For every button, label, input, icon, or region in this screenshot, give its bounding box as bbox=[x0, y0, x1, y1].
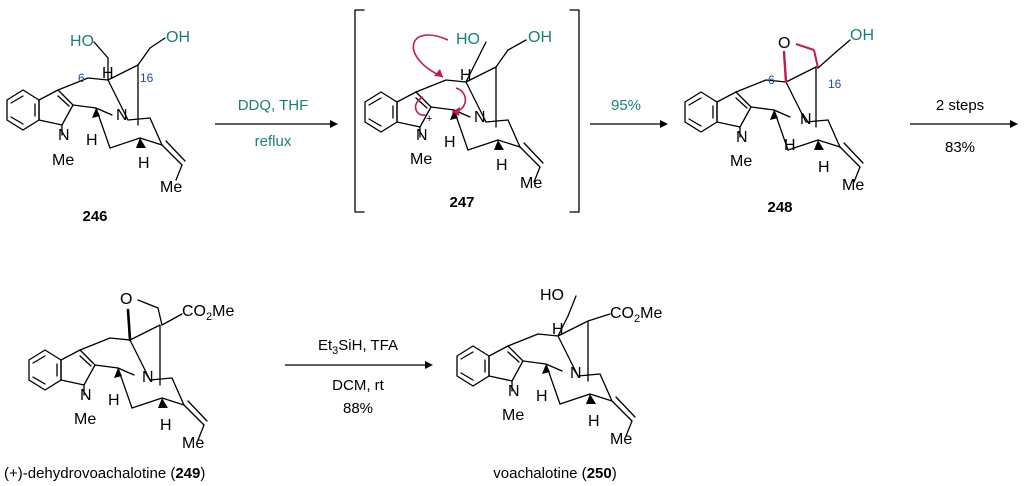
step3-conditions: 2 steps bbox=[936, 97, 984, 114]
methyl-label: Me bbox=[182, 435, 204, 452]
methyl-label: Me bbox=[52, 152, 74, 169]
step1-conditions: reflux bbox=[255, 133, 292, 150]
hydroxyl-label: OH bbox=[528, 29, 552, 46]
compound-label-247: 247 bbox=[449, 194, 474, 211]
curved-arrow-icon bbox=[414, 96, 427, 116]
hydrogen-label: H bbox=[588, 413, 600, 430]
reaction-arrow-2: 95% bbox=[590, 97, 668, 128]
compound-246: HO OH N N Me H H H Me 6 16 bbox=[6, 29, 190, 196]
step2-yield: 95% bbox=[611, 97, 641, 114]
compound-250: HO CO2Me N N Me H H H Me bbox=[456, 287, 662, 448]
hydrogen-label: H bbox=[86, 132, 98, 149]
methyl-label: Me bbox=[610, 431, 632, 448]
hydrogen-label: H bbox=[108, 392, 120, 409]
hydrogen-label: H bbox=[102, 65, 114, 82]
compound-name-250: voachalotine (250) bbox=[493, 465, 616, 482]
methyl-label: Me bbox=[74, 411, 96, 428]
hydroxyl-label: OH bbox=[850, 27, 874, 44]
methyl-label: Me bbox=[842, 177, 864, 194]
compound-247: HO OH N + N Me H H H Me bbox=[364, 29, 552, 192]
transition-bracket bbox=[354, 9, 580, 213]
compound-248: O OH N N Me H H Me 6 16 bbox=[684, 27, 874, 194]
ester-label: CO2Me bbox=[182, 303, 234, 323]
hydrogen-label: H bbox=[138, 155, 150, 172]
hydrogen-label: H bbox=[460, 67, 472, 84]
step1-reagents: DDQ, THF bbox=[238, 97, 309, 114]
cation-label: + bbox=[426, 113, 432, 125]
nitrogen-label: N bbox=[736, 129, 748, 146]
ester-label: CO2Me bbox=[610, 305, 662, 325]
nitrogen-label: N bbox=[58, 127, 70, 144]
position-6-label: 6 bbox=[768, 73, 775, 87]
position-16-label: 16 bbox=[828, 77, 842, 91]
step3-yield: 83% bbox=[945, 139, 975, 156]
hydrogen-label: H bbox=[536, 388, 548, 405]
nitrogen-label: N bbox=[570, 365, 582, 382]
curved-arrow-icon bbox=[412, 34, 449, 78]
hydroxyl-label: OH bbox=[166, 29, 190, 46]
hydrogen-label: H bbox=[160, 417, 172, 434]
reaction-arrow-3: 2 steps 83% bbox=[910, 97, 1018, 156]
methyl-label: Me bbox=[502, 407, 524, 424]
step4-yield: 88% bbox=[343, 400, 373, 417]
nitrogen-label: N bbox=[800, 111, 812, 128]
reaction-arrow-4: Et3SiH, TFA DCM, rt 88% bbox=[285, 337, 433, 417]
nitrogen-label: N bbox=[142, 369, 154, 386]
compound-label-246: 246 bbox=[82, 208, 107, 225]
nitrogen-label: N bbox=[474, 109, 486, 126]
nitrogen-label: N bbox=[116, 107, 128, 124]
hydrogen-label: H bbox=[784, 137, 796, 154]
nitrogen-label: N bbox=[80, 387, 92, 404]
hydroxyl-label: HO bbox=[456, 31, 480, 48]
position-6-label: 6 bbox=[78, 71, 85, 85]
compound-249: O CO2Me N N Me H H Me bbox=[28, 291, 234, 452]
step4-solvent: DCM, rt bbox=[332, 377, 384, 394]
reaction-arrow-1: DDQ, THF reflux bbox=[215, 97, 338, 150]
curved-arrow-head-icon bbox=[434, 69, 443, 77]
ether-oxygen-label: O bbox=[778, 35, 790, 52]
nitrogen-label: N bbox=[508, 383, 520, 400]
methyl-label: Me bbox=[160, 179, 182, 196]
compound-name-249: (+)-dehydrovoachalotine (249) bbox=[4, 465, 205, 482]
hydrogen-label: H bbox=[818, 159, 830, 176]
hydroxyl-label: HO bbox=[540, 287, 564, 304]
ether-oxygen-label: O bbox=[120, 291, 132, 308]
hydrogen-label: H bbox=[444, 134, 456, 151]
methyl-label: Me bbox=[520, 175, 542, 192]
hydrogen-label: H bbox=[496, 157, 508, 174]
hydroxyl-label: HO bbox=[70, 33, 94, 50]
curved-arrow-head-icon bbox=[452, 107, 460, 116]
nitrogen-label: N bbox=[416, 127, 428, 144]
methyl-label: Me bbox=[410, 151, 432, 168]
step4-reagents: Et3SiH, TFA bbox=[318, 337, 398, 357]
position-16-label: 16 bbox=[140, 71, 154, 85]
hydrogen-label: H bbox=[552, 321, 564, 338]
methyl-label: Me bbox=[730, 153, 752, 170]
compound-label-248: 248 bbox=[767, 199, 792, 216]
